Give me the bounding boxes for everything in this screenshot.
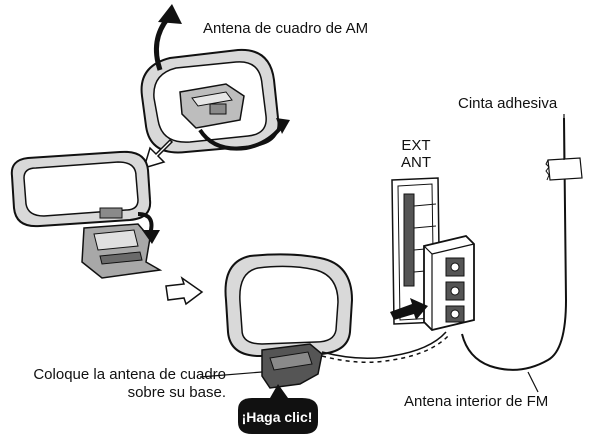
label-am-loop-antenna: Antena de cuadro de AM: [203, 20, 368, 38]
loop3-frame-inner: [240, 266, 338, 344]
label-click: ¡Haga clic!: [233, 400, 321, 434]
step-arrow-2: [166, 278, 202, 304]
label-place-antenna-on-base: Coloque la antena de cuadro sobre su bas…: [4, 366, 226, 402]
label-fm-indoor-antenna: Antena interior de FM: [404, 393, 548, 411]
fm-antenna-wire: [462, 118, 566, 370]
label-ant: ANT: [398, 155, 434, 171]
antenna-terminal: [424, 236, 474, 330]
am-loop-assembled: [226, 254, 353, 388]
adhesive-tape: [546, 158, 582, 180]
fm-leader-line: [528, 372, 538, 392]
label-ext: EXT: [398, 138, 434, 154]
label-adhesive-tape: Cinta adhesiva: [458, 95, 557, 113]
am-loop-step2: [12, 152, 160, 278]
